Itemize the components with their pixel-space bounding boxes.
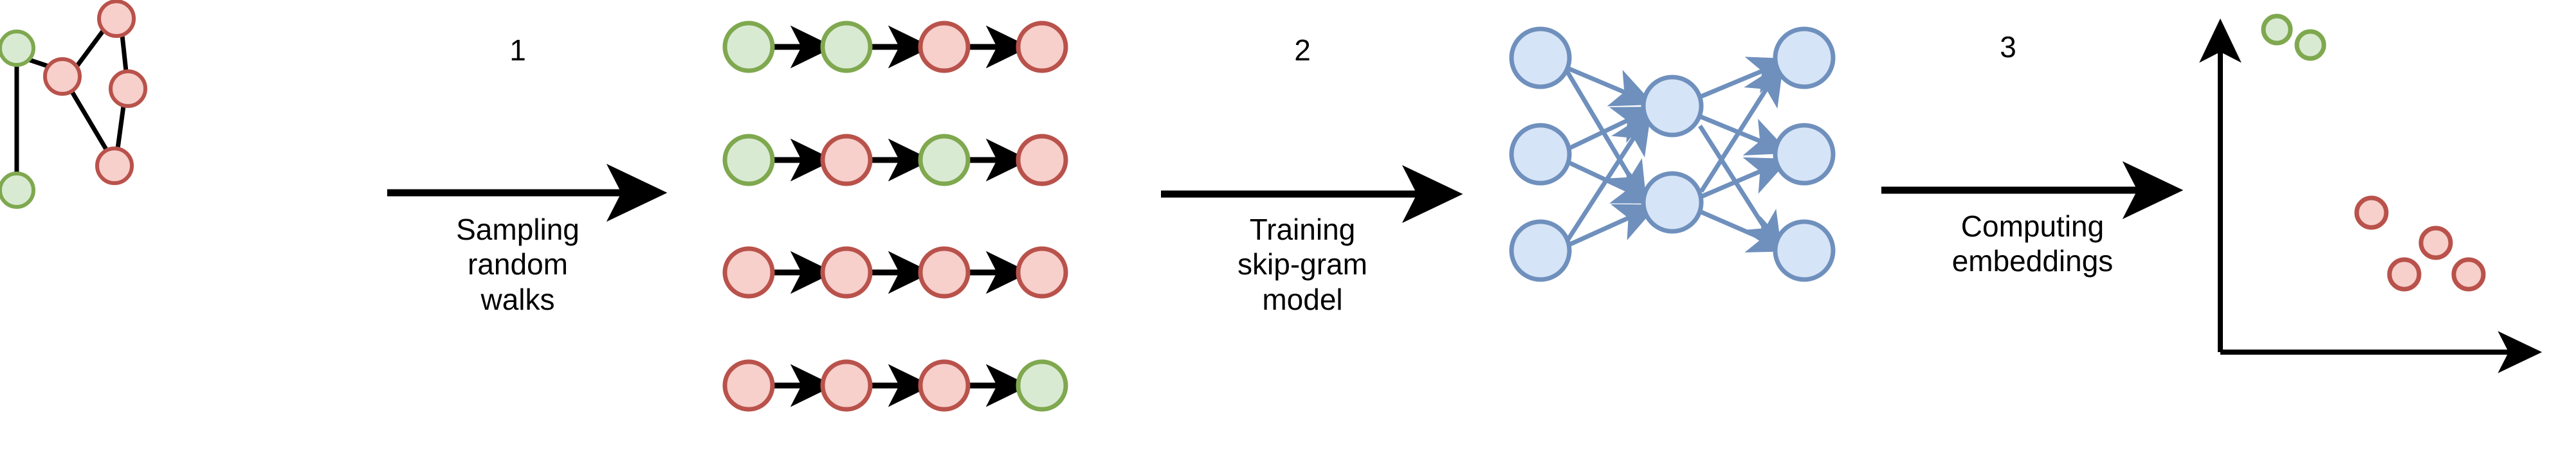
arrow-2-caption: Training skip-gram model	[1238, 213, 1367, 316]
network-edge	[1700, 209, 1792, 253]
network-node-input[interactable]	[1509, 123, 1572, 186]
walk-row	[722, 21, 1068, 73]
arrow-3-number: 3	[2000, 30, 2016, 64]
network-node-output[interactable]	[1773, 26, 1836, 89]
graph-node-green[interactable]	[0, 30, 35, 67]
walk-node-red[interactable]	[1016, 246, 1068, 299]
graph-node-green[interactable]	[0, 172, 35, 209]
walk-node-red[interactable]	[820, 246, 873, 299]
scatter-point-red[interactable]	[2418, 226, 2453, 260]
graph-edges	[14, 28, 129, 173]
scatter-point-red[interactable]	[2354, 195, 2389, 230]
graph-edge	[120, 35, 129, 72]
network-edge	[1566, 159, 1657, 204]
network-connections	[1565, 57, 1792, 256]
network-edge	[1700, 157, 1790, 199]
graph-edge	[115, 105, 126, 149]
random-walk-sequences	[722, 21, 1068, 412]
scatter-point-red[interactable]	[2451, 257, 2486, 292]
graph-edge	[74, 28, 105, 69]
graph-nodes	[0, 0, 147, 209]
arrow-1-number: 1	[509, 33, 526, 67]
scatter-point-red[interactable]	[2387, 257, 2422, 292]
network-node-input[interactable]	[1509, 219, 1572, 282]
walk-row	[722, 246, 1068, 299]
walk-node-green[interactable]	[1016, 359, 1068, 412]
walk-row	[722, 359, 1068, 412]
network-node-input[interactable]	[1509, 26, 1572, 89]
walk-node-green[interactable]	[722, 134, 775, 186]
arrow-1-caption: Sampling random walks	[456, 213, 580, 316]
network-node-hidden[interactable]	[1641, 75, 1704, 138]
walk-node-red[interactable]	[918, 246, 971, 299]
walk-node-red[interactable]	[918, 21, 971, 73]
arrow-3-caption: Computing embeddings	[1951, 209, 2114, 278]
graph-node-red[interactable]	[109, 69, 147, 108]
walk-node-red[interactable]	[820, 134, 873, 186]
walk-node-red[interactable]	[1016, 134, 1068, 186]
network-node-hidden[interactable]	[1641, 171, 1704, 234]
scatter-point-green[interactable]	[2261, 13, 2293, 46]
walk-row	[722, 134, 1068, 186]
input-graph	[0, 0, 147, 209]
walk-node-red[interactable]	[722, 359, 775, 412]
network-node-output[interactable]	[1773, 123, 1836, 186]
network-edge	[1566, 111, 1652, 242]
network-edge	[1699, 62, 1784, 193]
walk-node-green[interactable]	[722, 21, 775, 73]
walk-node-red[interactable]	[820, 359, 873, 412]
walk-node-red[interactable]	[722, 246, 775, 299]
walk-node-green[interactable]	[820, 21, 873, 73]
arrow-2-number: 2	[1294, 33, 1311, 67]
graph-edge	[69, 91, 109, 152]
network-nodes	[1509, 26, 1836, 282]
skip-gram-neural-network	[1509, 26, 1836, 282]
network-edge	[1566, 204, 1658, 248]
scatter-point-green[interactable]	[2294, 29, 2326, 61]
embedding-scatter-plot	[2199, 13, 2543, 373]
graph-node-red[interactable]	[97, 0, 136, 38]
network-edge	[1566, 66, 1654, 107]
walk-node-red[interactable]	[1016, 21, 1068, 73]
walk-node-red[interactable]	[918, 359, 971, 412]
walk-node-green[interactable]	[918, 134, 971, 186]
graph-node-red[interactable]	[95, 147, 134, 185]
graph-node-red[interactable]	[43, 57, 82, 96]
network-node-output[interactable]	[1773, 219, 1836, 282]
